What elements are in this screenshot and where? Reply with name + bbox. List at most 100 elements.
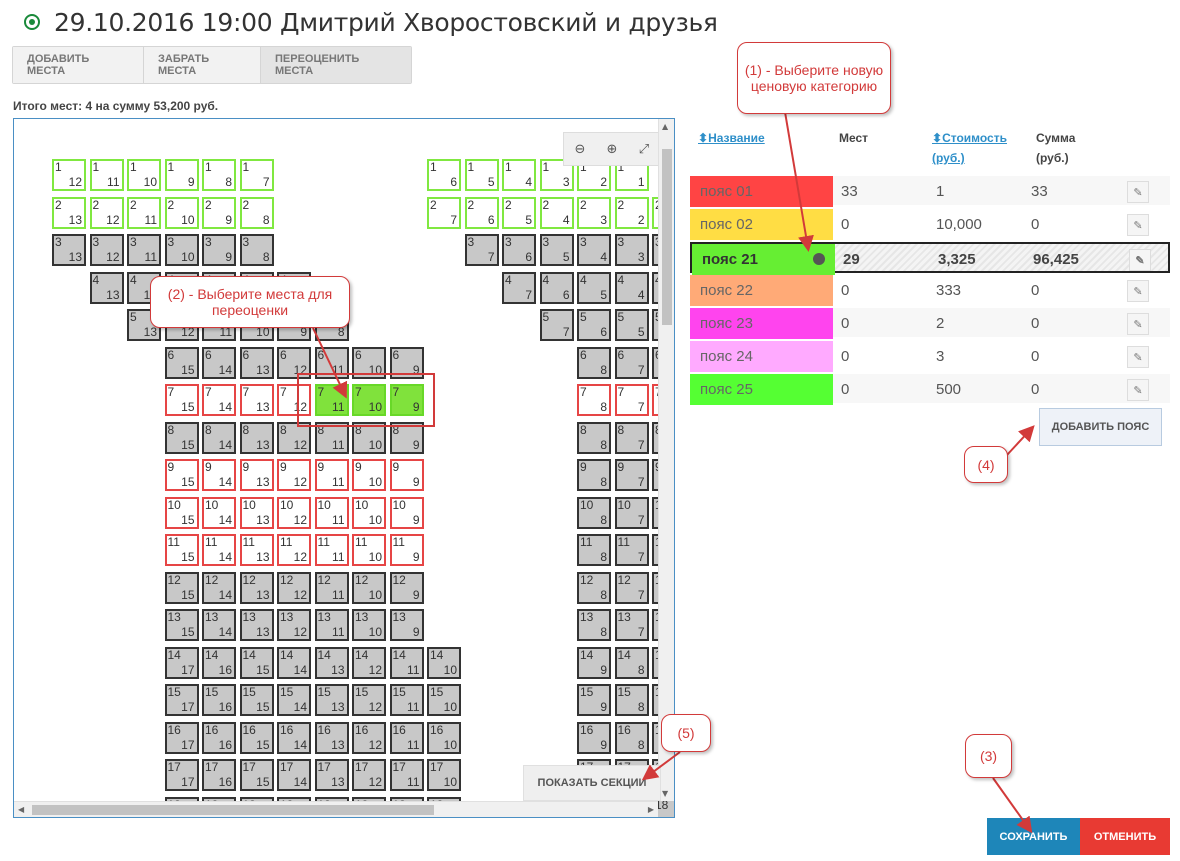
add-zone-button[interactable]: ДОБАВИТЬ ПОЯС xyxy=(1039,408,1162,446)
column-header-name[interactable]: ⬍Название xyxy=(698,131,765,145)
scroll-up-icon[interactable]: ▲ xyxy=(662,122,669,131)
edit-zone-icon[interactable]: ✎ xyxy=(1127,346,1149,368)
edit-zone-icon[interactable]: ✎ xyxy=(1127,280,1149,302)
scroll-left-icon[interactable]: ◀ xyxy=(18,805,25,814)
fullscreen-icon[interactable]: ⤢ xyxy=(638,141,650,157)
edit-zone-icon[interactable]: ✎ xyxy=(1127,214,1149,236)
remove-seats-button[interactable]: ЗАБРАТЬ МЕСТА xyxy=(144,47,261,83)
horizontal-scrollbar[interactable]: ◀ ▶ xyxy=(14,801,658,817)
scroll-down-icon[interactable]: ▼ xyxy=(662,789,669,798)
show-sections-button[interactable]: ПОКАЗАТЬ СЕКЦИИ xyxy=(523,765,661,801)
zoom-out-icon[interactable]: ⊖ xyxy=(574,141,586,157)
